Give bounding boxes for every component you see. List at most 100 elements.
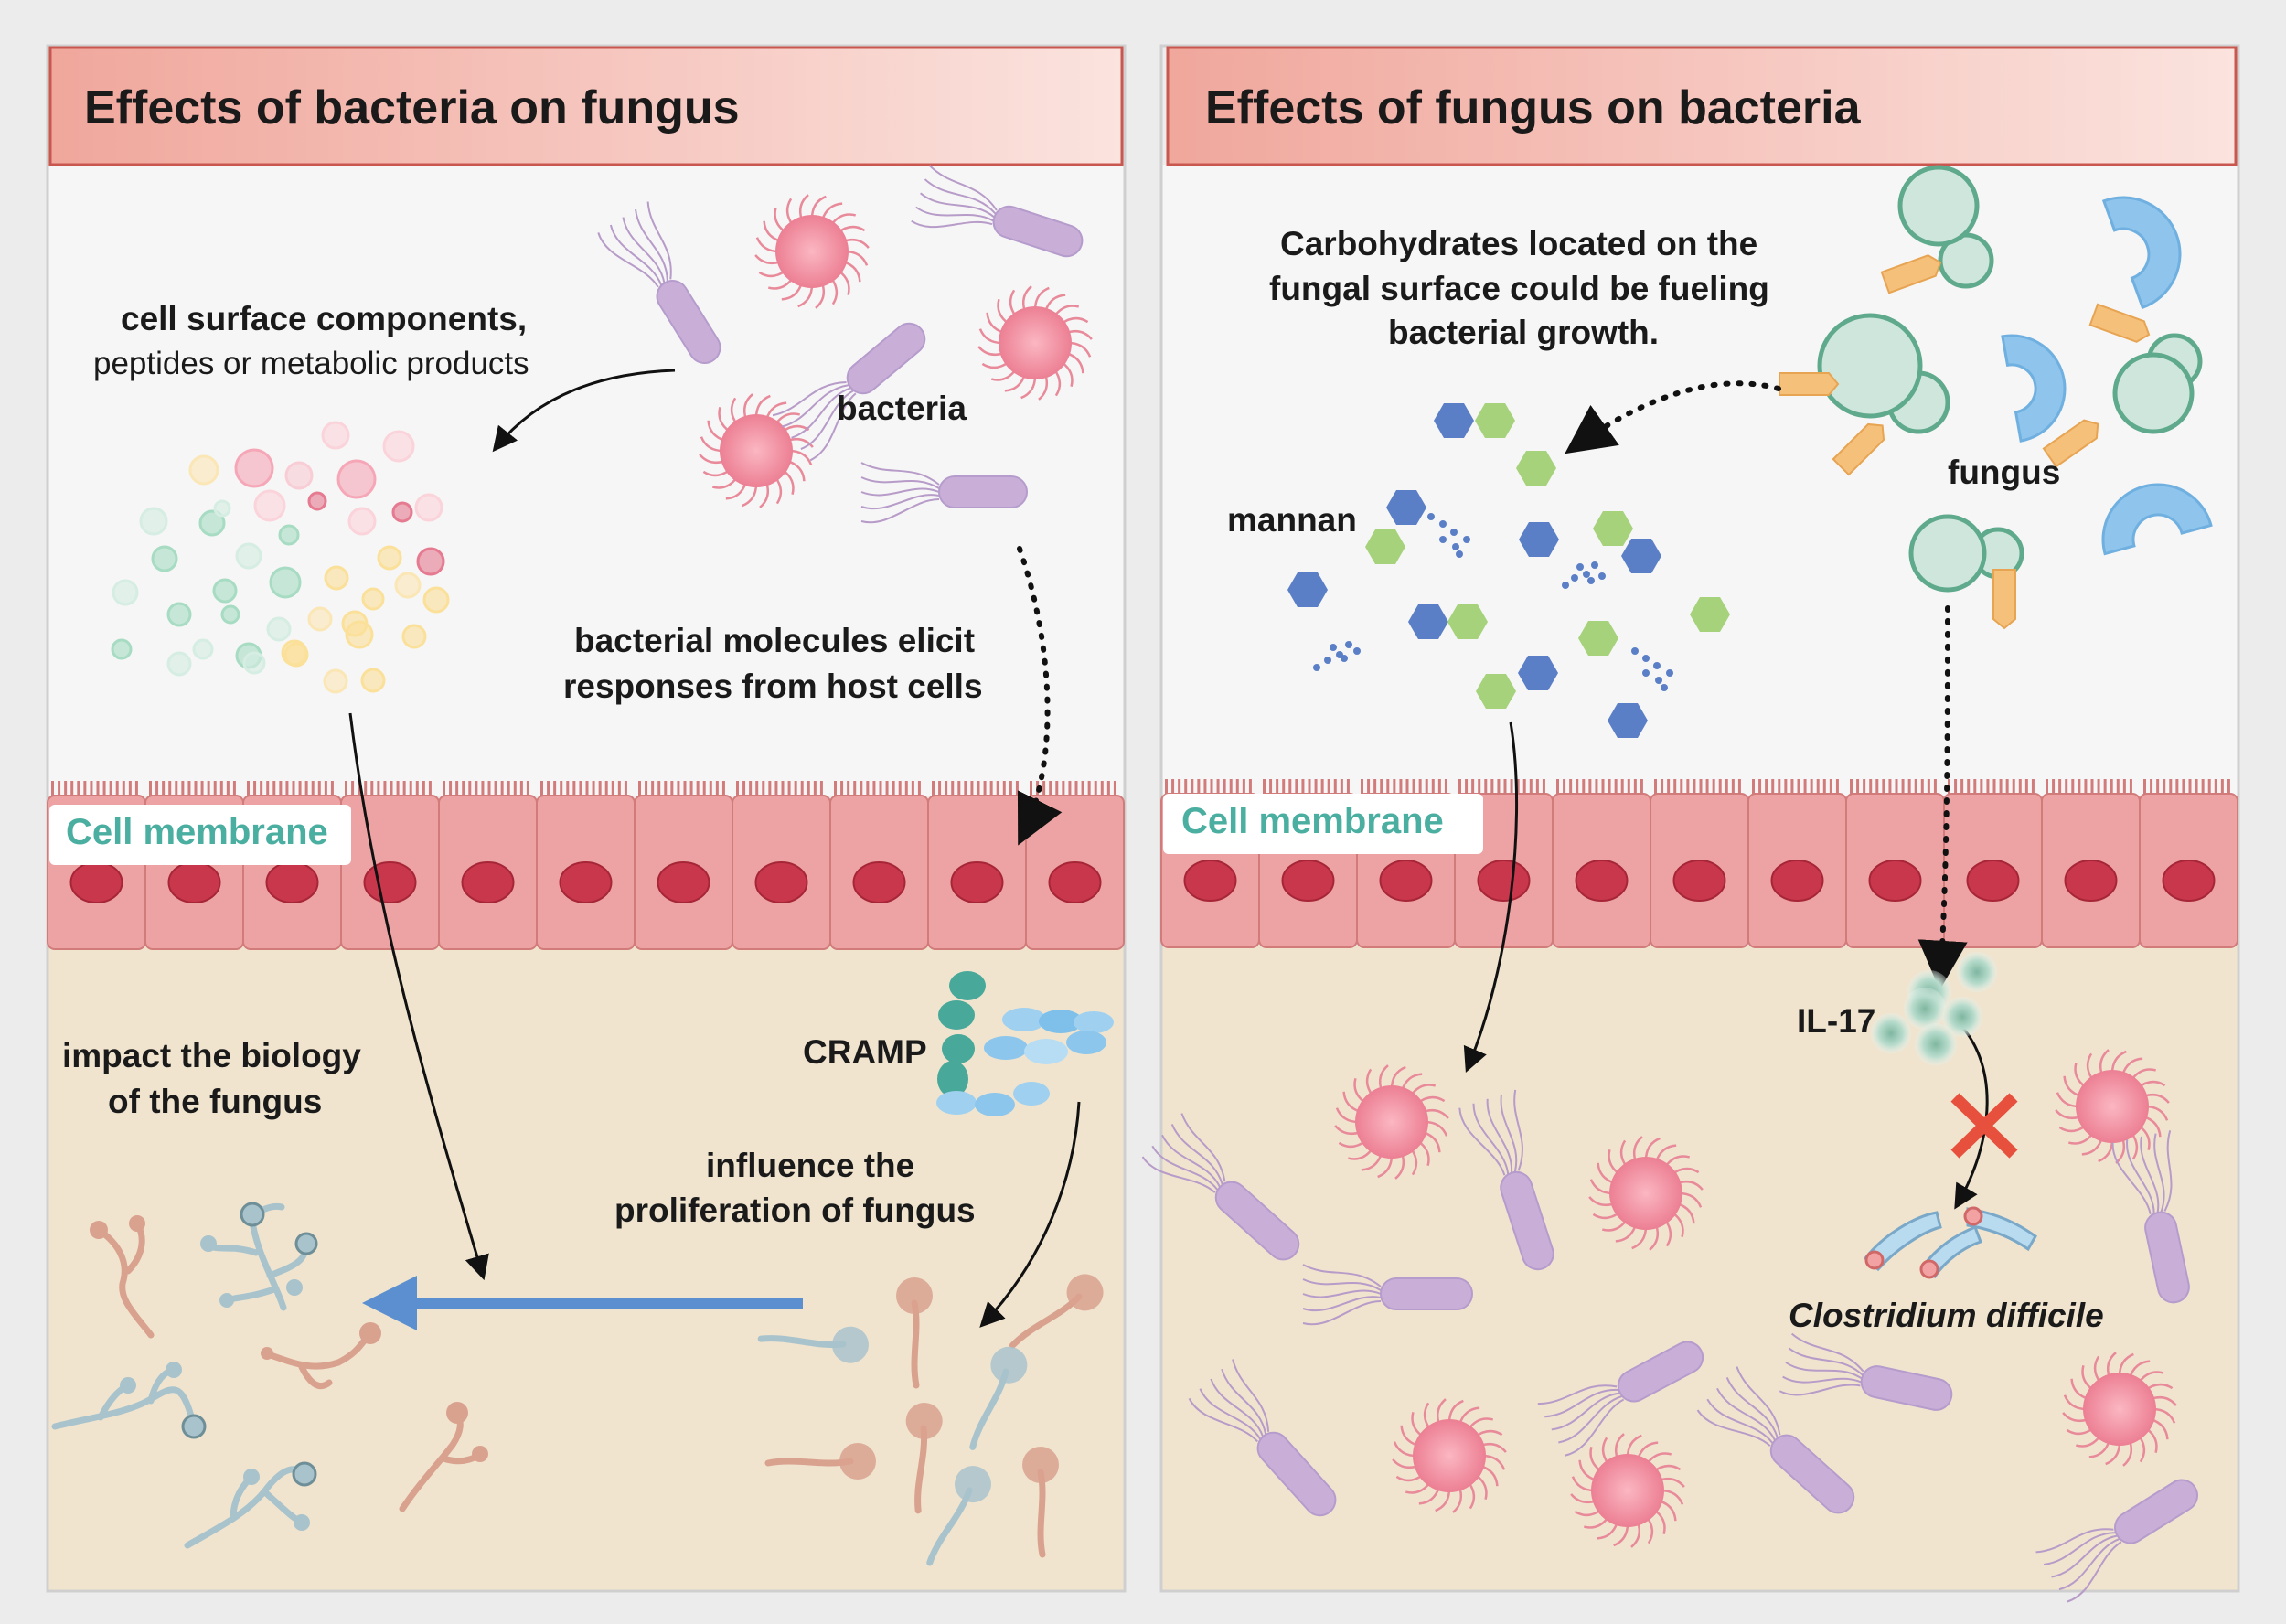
crescent-icon xyxy=(2001,334,2067,443)
epithelial-cell xyxy=(1552,779,1651,948)
hypha-icon xyxy=(90,1215,155,1339)
mannan-hexagon-icon xyxy=(1578,620,1618,657)
metabolite-icon xyxy=(382,430,415,463)
carbohydrate-icon xyxy=(1779,372,1840,396)
membrane-label-right: Cell membrane xyxy=(1181,801,1444,841)
hypha-icon xyxy=(399,1402,488,1512)
label-surface-line1: cell surface components, xyxy=(121,300,528,337)
hypha-icon xyxy=(184,1461,317,1549)
rod-bacterium-icon xyxy=(1458,1089,1554,1271)
metabolite-icon xyxy=(321,421,350,450)
label-cdiff: Clostridium difficile xyxy=(1789,1297,2104,1334)
label-surface-line2: peptides or metabolic products xyxy=(93,346,529,381)
epithelial-cell xyxy=(536,781,636,950)
coccus-icon xyxy=(2055,1049,2170,1164)
epithelial-cell xyxy=(1650,779,1749,948)
mannan-hexagon-icon xyxy=(1621,538,1661,574)
label-il17: IL-17 xyxy=(1797,1002,1876,1040)
mannan-dot xyxy=(1642,655,1650,662)
epithelial-cell xyxy=(340,781,440,950)
coccus-icon xyxy=(1334,1064,1449,1180)
rod-bacterium-icon xyxy=(2035,1479,2198,1603)
mannan-dot xyxy=(1598,572,1606,580)
rod-bacterium-icon xyxy=(1779,1332,1953,1411)
epithelial-cell xyxy=(2139,779,2238,948)
mannan-hexagon-icon xyxy=(1447,604,1488,640)
bacteria-icon-group xyxy=(597,165,2198,1603)
carbohydrate-icon xyxy=(2088,303,2151,343)
label-cramp: CRAMP xyxy=(803,1033,927,1071)
mannan-dot xyxy=(1450,529,1458,536)
metabolite-icon xyxy=(307,491,327,511)
panel-left-title: Effects of bacteria on fungus xyxy=(84,81,740,134)
arrow-metabolites-down xyxy=(348,712,489,1281)
label-bacteria: bacteria xyxy=(837,390,967,427)
label-carb-line3: bacterial growth. xyxy=(1388,314,1660,351)
rod-bacterium-icon xyxy=(911,165,1084,258)
mannan-dot xyxy=(1576,563,1584,571)
metabolite-icon xyxy=(416,547,445,576)
epithelial-cell xyxy=(1845,779,1945,948)
rod-bacterium-icon xyxy=(2111,1130,2190,1304)
epithelial-cell xyxy=(829,781,929,950)
header-left-bar xyxy=(48,46,1124,166)
metabolite-icon xyxy=(235,542,262,570)
rod-bacterium-icon xyxy=(1302,1264,1473,1326)
label-mannan: mannan xyxy=(1227,501,1357,539)
crescent-icon xyxy=(2101,483,2213,556)
metabolite-icon xyxy=(139,507,168,536)
arrow-fungus-il17-dotted xyxy=(1917,605,1968,990)
mannan-hexagon-icon xyxy=(1408,604,1448,640)
carbohydrate-icon xyxy=(2042,419,2099,468)
spore-fungus-icon xyxy=(757,1326,869,1363)
carbohydrate-icon xyxy=(1880,254,1942,294)
epithelial-cell xyxy=(1943,779,2043,948)
metabolite-icon xyxy=(307,606,333,632)
mannan-dot xyxy=(1313,664,1320,671)
label-impact-line2: of the fungus xyxy=(108,1083,323,1120)
epithelial-cell xyxy=(732,781,831,950)
yeast-icon xyxy=(1817,313,1950,434)
mannan-dot xyxy=(1452,543,1459,550)
mannan-hexagon-icon xyxy=(1287,572,1328,608)
mannan-hexagon-icon xyxy=(1516,450,1556,486)
mannan-hexagon-icon-group xyxy=(1287,402,1730,739)
rod-bacterium-icon xyxy=(1141,1113,1300,1261)
spore-fungus-icon xyxy=(926,1466,991,1566)
rod-bacterium-icon xyxy=(1188,1359,1337,1517)
label-elicit-line1: bacterial molecules elicit xyxy=(574,622,976,659)
mannan-dot xyxy=(1456,550,1463,558)
mannan-hexagon-icon xyxy=(1593,510,1633,547)
yeast-icon-group xyxy=(1779,165,2213,630)
metabolite-icon xyxy=(213,499,231,518)
metabolite-icon xyxy=(112,579,139,606)
label-carb-line1: Carbohydrates located on the xyxy=(1280,225,1758,262)
cramp-icon xyxy=(936,971,1114,1116)
metabolite-icon xyxy=(198,509,226,537)
carbohydrate-icon xyxy=(1992,569,2016,630)
coccus-icon xyxy=(699,393,814,508)
mannan-dot xyxy=(1591,561,1598,569)
yeast-icon xyxy=(1897,165,1994,289)
mannan-hexagon-icon xyxy=(1690,596,1730,633)
hypha-icon xyxy=(51,1362,207,1439)
metabolite-icon xyxy=(253,489,286,522)
metabolite-icon xyxy=(347,507,377,536)
rod-bacterium-icon xyxy=(1537,1341,1704,1457)
spore-fungus-icon xyxy=(896,1277,933,1389)
coccus-icon xyxy=(1392,1398,1507,1513)
mannan-dot xyxy=(1655,677,1662,684)
il17-icon xyxy=(1871,952,1997,1065)
mannan-dot xyxy=(1571,574,1578,582)
metabolite-icon xyxy=(234,448,274,488)
label-influence-line1: influence the xyxy=(706,1147,915,1184)
mannan-hexagon-icon xyxy=(1386,489,1426,526)
arrow-elicit-dotted xyxy=(1017,546,1063,846)
arrow-mannan-down xyxy=(1463,721,1519,1073)
mannan-dot xyxy=(1587,577,1595,584)
metabolite-icon xyxy=(377,545,402,571)
yeast-icon xyxy=(1908,514,2024,593)
arrow-to-metabolites xyxy=(492,369,676,453)
mannan-dot xyxy=(1439,536,1447,543)
